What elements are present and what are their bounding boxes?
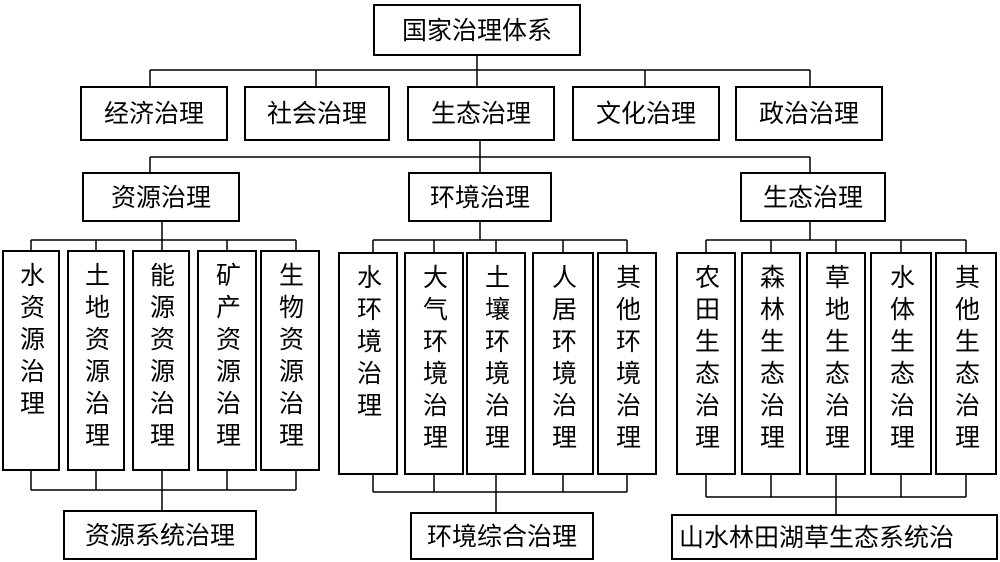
leaf-label: 土壤环境治理 — [481, 264, 511, 456]
leaf-label: 水环境治理 — [353, 264, 383, 424]
leaf-label: 其他环境治理 — [612, 264, 642, 456]
group-environment-governance: 环境治理 — [408, 172, 552, 222]
node-economic-governance: 经济治理 — [80, 86, 228, 141]
leaf-label: 水体生态治理 — [886, 264, 916, 456]
leaf-other-environment: 其他环境治理 — [597, 252, 657, 475]
node-ecological-governance: 生态治理 — [407, 86, 555, 141]
summary-ecosystem: 山水林田湖草生态系统治 — [671, 514, 998, 560]
leaf-forest-ecology: 森林生态治理 — [741, 252, 801, 475]
node-cultural-governance: 文化治理 — [572, 86, 720, 141]
leaf-farmland-ecology: 农田生态治理 — [676, 252, 736, 475]
leaf-soil-environment: 土壤环境治理 — [466, 252, 526, 475]
leaf-grassland-ecology: 草地生态治理 — [806, 252, 866, 475]
leaf-label: 森林生态治理 — [756, 264, 786, 456]
leaf-waterbody-ecology: 水体生态治理 — [870, 252, 932, 475]
leaf-label: 人居环境治理 — [548, 264, 578, 456]
leaf-mineral-resource: 矿产资源治理 — [197, 250, 257, 471]
root-node: 国家治理体系 — [373, 4, 581, 56]
node-political-governance: 政治治理 — [735, 86, 883, 141]
leaf-label: 草地生态治理 — [821, 264, 851, 456]
leaf-label: 其他生态治理 — [951, 264, 981, 456]
summary-environment-integrated: 环境综合治理 — [410, 512, 594, 560]
leaf-biological-resource: 生物资源治理 — [260, 250, 320, 471]
leaf-energy-resource: 能源资源治理 — [132, 250, 190, 471]
node-social-governance: 社会治理 — [244, 86, 390, 141]
group-resource-governance: 资源治理 — [82, 172, 240, 222]
leaf-water-environment: 水环境治理 — [338, 252, 398, 475]
leaf-air-environment: 大气环境治理 — [404, 252, 464, 475]
leaf-other-ecology: 其他生态治理 — [935, 252, 997, 475]
leaf-water-resource: 水资源治理 — [2, 250, 60, 471]
leaf-label: 土地资源治理 — [81, 262, 111, 454]
group-ecology-governance: 生态治理 — [740, 172, 886, 222]
leaf-label: 水资源治理 — [16, 262, 46, 422]
leaf-land-resource: 土地资源治理 — [67, 250, 125, 471]
leaf-living-environment: 人居环境治理 — [532, 252, 594, 475]
leaf-label: 能源资源治理 — [146, 262, 176, 454]
summary-resource-system: 资源系统治理 — [63, 510, 257, 560]
leaf-label: 大气环境治理 — [419, 264, 449, 456]
leaf-label: 农田生态治理 — [691, 264, 721, 456]
leaf-label: 生物资源治理 — [275, 262, 305, 454]
leaf-label: 矿产资源治理 — [212, 262, 242, 454]
